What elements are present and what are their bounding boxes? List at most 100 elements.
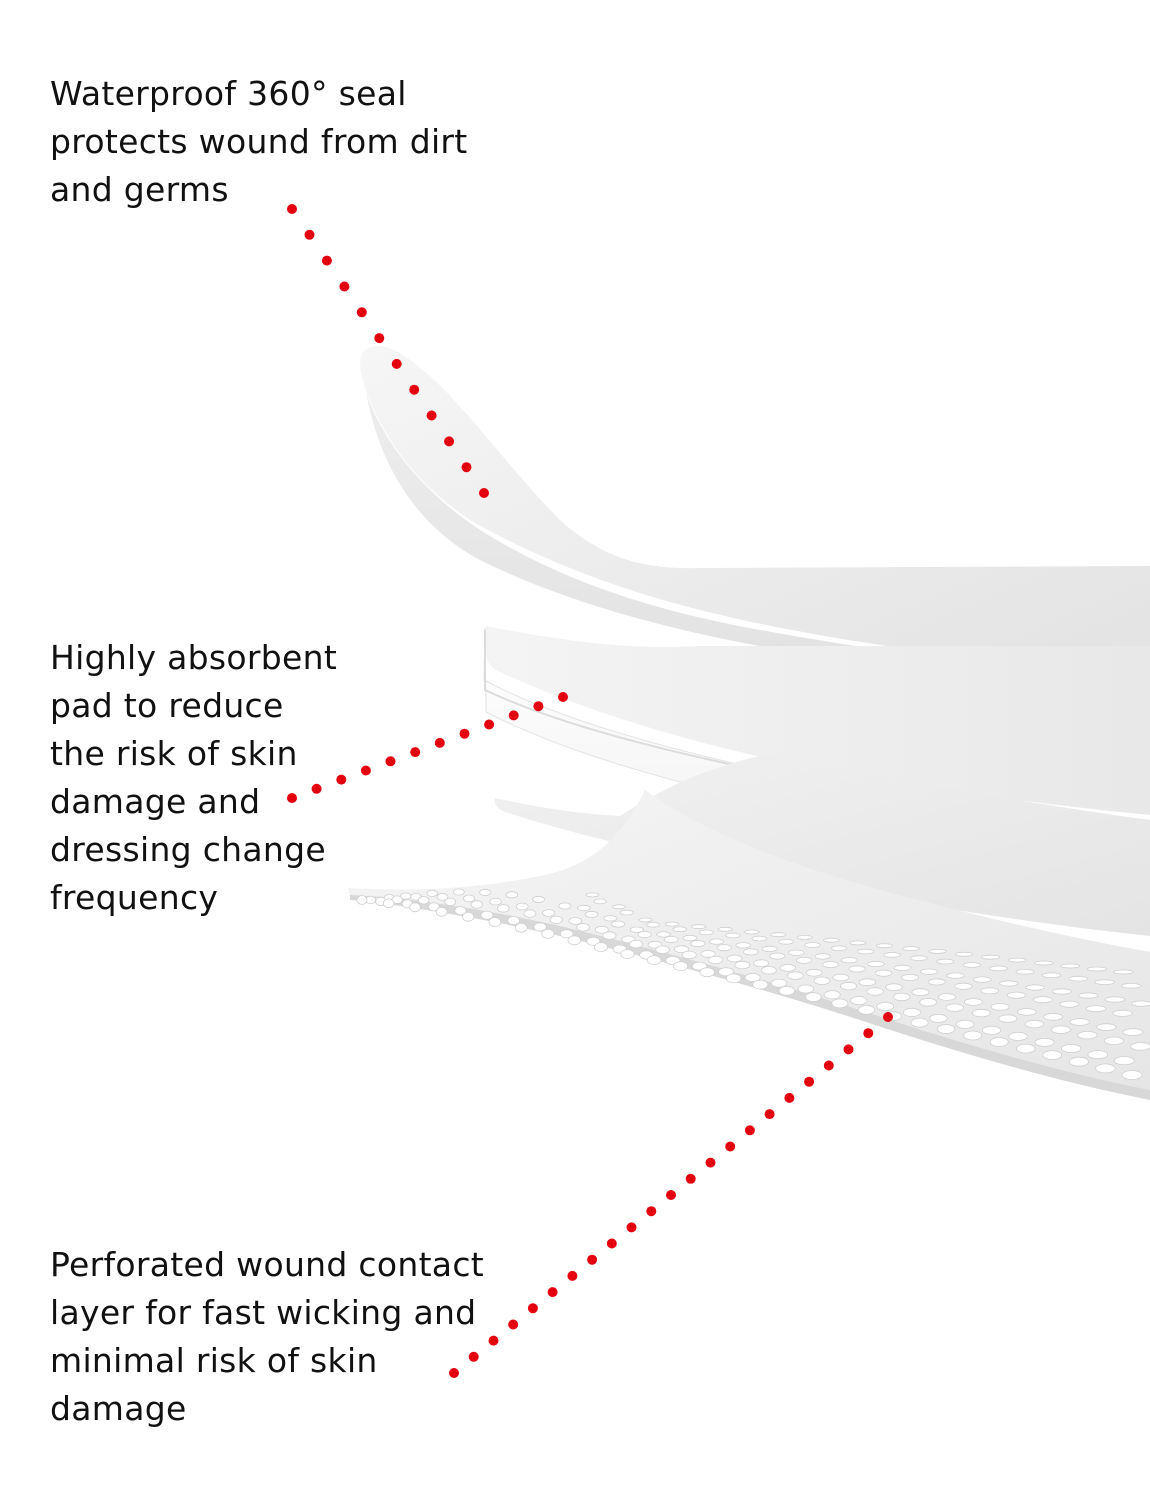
perforation-hole bbox=[567, 935, 582, 946]
leader-dot bbox=[725, 1141, 736, 1152]
perforation-hole bbox=[646, 955, 662, 965]
perforation-hole bbox=[356, 895, 368, 905]
perforation-hole bbox=[892, 992, 911, 1002]
leader-dot bbox=[287, 793, 297, 803]
leader-dot bbox=[508, 1319, 519, 1330]
callout-line: damage bbox=[50, 1389, 187, 1428]
perforation-hole bbox=[867, 960, 885, 968]
perforation-hole bbox=[1121, 1070, 1143, 1080]
perforation-hole bbox=[558, 902, 572, 910]
callout-waterproof-seal: Waterproof 360° seal protects wound from… bbox=[50, 70, 468, 214]
perforation-hole bbox=[751, 935, 768, 942]
perforation-hole bbox=[850, 996, 868, 1006]
perforation-hole bbox=[858, 978, 877, 987]
perforation-hole bbox=[382, 898, 395, 909]
perforation-hole bbox=[972, 976, 992, 983]
perforation-hole bbox=[770, 932, 787, 938]
leader-dot bbox=[488, 1335, 499, 1346]
perforation-hole bbox=[427, 902, 440, 912]
perforation-hole bbox=[1042, 1050, 1063, 1060]
pad-top-surface bbox=[485, 626, 1150, 815]
perforation-hole bbox=[1078, 992, 1099, 999]
perforation-hole bbox=[831, 998, 849, 1009]
perforation-hole bbox=[840, 981, 858, 991]
perforation-hole bbox=[743, 948, 759, 956]
perforation-hole bbox=[1069, 1018, 1090, 1026]
leader-line-seal bbox=[287, 204, 489, 498]
perforation-hole bbox=[1033, 996, 1053, 1004]
contact-layer-edge bbox=[350, 895, 1150, 1100]
leader-dot bbox=[883, 1012, 893, 1022]
perforation-hole bbox=[804, 942, 821, 948]
perforation-hole bbox=[857, 1004, 876, 1015]
perforation-hole bbox=[797, 984, 814, 994]
perforation-hole bbox=[435, 906, 448, 917]
callout-line: Perforated wound contact bbox=[50, 1245, 485, 1284]
perforation-hole bbox=[1025, 984, 1045, 991]
perforation-hole bbox=[682, 934, 698, 942]
perforation-hole bbox=[576, 923, 590, 932]
callout-line: and germs bbox=[50, 170, 229, 209]
perforation-hole bbox=[470, 900, 483, 909]
perforation-hole bbox=[576, 904, 591, 912]
perforation-hole bbox=[1016, 1043, 1036, 1054]
perforated-contact-layer bbox=[348, 790, 1150, 1100]
perforation-hole bbox=[637, 931, 652, 939]
leader-dot bbox=[391, 358, 402, 369]
perforation-hole bbox=[541, 929, 555, 939]
perforation-hole bbox=[690, 940, 706, 948]
top-film-surface bbox=[360, 345, 1150, 690]
perforation-hole bbox=[962, 962, 982, 968]
perforation-hole bbox=[594, 925, 609, 934]
perforation-hole bbox=[990, 1003, 1010, 1011]
perforation-hole bbox=[1041, 972, 1062, 979]
perforation-hole bbox=[946, 972, 965, 979]
perforation-hole bbox=[1130, 1042, 1150, 1051]
perforation-hole bbox=[929, 1013, 948, 1023]
perforation-hole bbox=[778, 938, 795, 945]
leader-dot bbox=[356, 307, 367, 318]
perforation-hole bbox=[813, 976, 831, 985]
perforation-hole bbox=[584, 910, 599, 918]
perforation-hole bbox=[919, 998, 938, 1007]
perforation-hole bbox=[936, 1024, 956, 1034]
leader-dot bbox=[336, 774, 347, 785]
perforation-hole bbox=[857, 948, 875, 955]
perforation-hole bbox=[936, 958, 955, 965]
top-film-edge bbox=[366, 392, 1150, 705]
leader-dot bbox=[434, 737, 445, 748]
perforation-hole bbox=[1122, 1028, 1144, 1036]
callout-line: damage and bbox=[50, 782, 261, 821]
perforation-hole bbox=[753, 959, 770, 967]
perforation-hole bbox=[955, 1019, 975, 1029]
perforation-hole bbox=[911, 988, 930, 996]
perforation-hole bbox=[436, 893, 449, 901]
top-film-layer bbox=[360, 345, 1150, 705]
perforation-hole bbox=[708, 938, 725, 945]
perforation-hole bbox=[761, 945, 778, 953]
perforation-hole bbox=[1085, 1005, 1107, 1013]
leader-dot bbox=[804, 1076, 815, 1087]
perforation-hole bbox=[840, 957, 858, 964]
perforation-hole bbox=[787, 971, 804, 980]
perforation-hole bbox=[619, 909, 634, 916]
perforation-hole bbox=[1120, 982, 1142, 989]
perforation-hole bbox=[593, 898, 607, 905]
callout-line: the risk of skin bbox=[50, 734, 298, 773]
perforation-hole bbox=[708, 955, 724, 965]
perforation-hole bbox=[664, 921, 680, 927]
perforation-hole bbox=[594, 942, 609, 952]
perforation-hole bbox=[1104, 996, 1126, 1003]
leader-dot bbox=[666, 1190, 676, 1200]
perforation-hole bbox=[452, 888, 465, 896]
perforation-hole bbox=[848, 965, 866, 973]
perforation-hole bbox=[533, 922, 547, 932]
leader-dot bbox=[744, 1125, 755, 1136]
perforation-hole bbox=[426, 889, 438, 897]
perforation-hole bbox=[454, 906, 467, 916]
leader-dot bbox=[547, 1287, 558, 1298]
perforation-hole bbox=[1061, 1044, 1082, 1054]
perforation-hole bbox=[444, 897, 457, 907]
perforation-hole bbox=[1059, 1000, 1080, 1008]
